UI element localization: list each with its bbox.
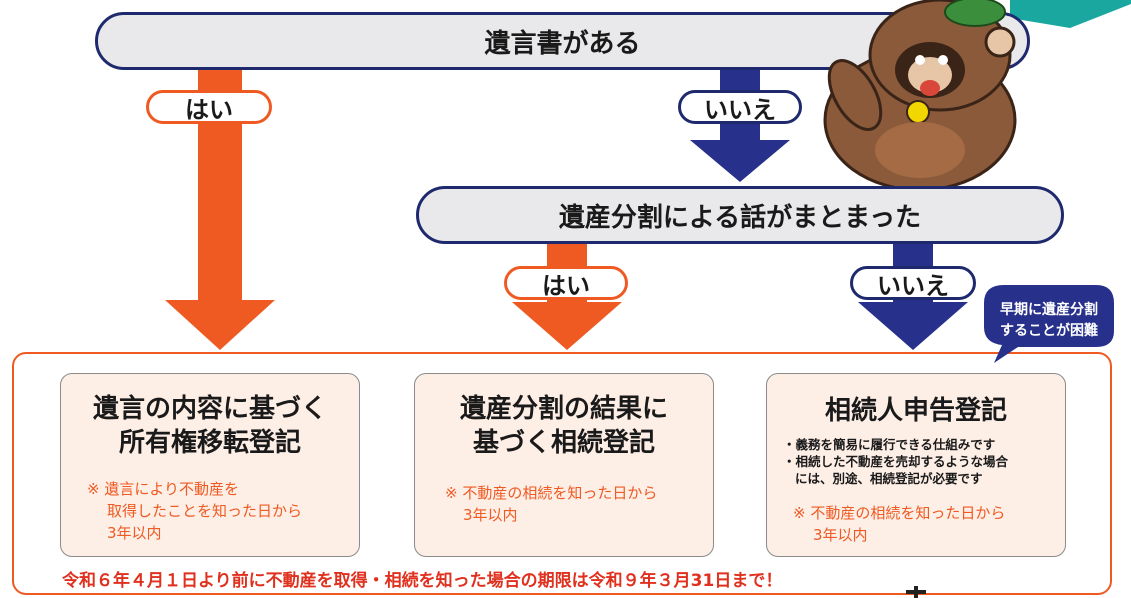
card-heir-declaration-note-1: ※ 不動産の相続を知った日から [793,504,1006,522]
card-heir-declaration-bullet-1: ・義務を簡易に履行できる仕組みです [783,437,996,452]
speech-bubble-text: 早期に遺産分割 することが困難 [988,300,1110,342]
card-will-transfer-note-2: 取得したことを知った日から [107,502,303,520]
card-division-registration-note-1: ※ 不動産の相続を知った日から [445,484,658,502]
teal-arrow-shape [1010,0,1131,28]
arrow-no-mid [690,70,790,182]
tag-no-right-label: いいえ [877,271,949,300]
card-division-registration-title-1: 遺産分割の結果に [459,394,668,424]
deadline-note: 令和６年４月１日より前に不動産を取得・相続を知った場合の期限は令和９年３月31日… [62,571,783,591]
card-will-transfer-title-2: 所有権移転登記 [118,428,301,458]
speech-bubble-line-1: 早期に遺産分割 [1000,302,1098,318]
tag-no-right: いいえ [850,266,976,300]
card-division-registration-title-2: 基づく相続登記 [472,428,655,458]
card-will-transfer-title-1: 遺言の内容に基づく [92,394,327,424]
card-heir-declaration-bullet-2: ・相続した不動産を売却するような場合 [783,454,1009,469]
tanuki-mascot-icon [823,0,1017,190]
card-division-registration-note-2: 3年以内 [463,506,518,524]
tag-no-mid: いいえ [678,90,802,124]
decision-division-agreed: 遺産分割による話がまとまった [416,186,1064,244]
tag-yes-mid: はい [504,266,628,300]
card-will-transfer-note-3: 3年以内 [107,524,162,542]
tag-yes-left-label: はい [185,95,233,124]
decision-will-exists-label: 遺言書がある [484,28,641,59]
speech-bubble-icon [984,285,1114,363]
card-heir-declaration-bullet-3: には、別途、相続登記が必要です [795,471,983,486]
tag-yes-left: はい [146,90,272,124]
tag-yes-mid-label: はい [542,271,590,300]
card-heir-declaration-note-2: 3年以内 [813,526,868,544]
card-division-registration: 遺産分割の結果に 基づく相続登記 ※ 不動産の相続を知った日から 3年以内 [414,373,714,557]
plus-mark-icon [906,586,926,598]
card-heir-declaration-title: 相続人申告登記 [824,396,1007,426]
card-will-transfer-note-1: ※ 遺言により不動産を [87,480,240,498]
tag-no-mid-label: いいえ [704,95,776,124]
card-will-transfer: 遺言の内容に基づく 所有権移転登記 ※ 遺言により不動産を 取得したことを知った… [60,373,360,557]
card-heir-declaration: 相続人申告登記 ・義務を簡易に履行できる仕組みです ・相続した不動産を売却するよ… [766,373,1066,557]
decision-division-agreed-label: 遺産分割による話がまとまった [558,202,922,233]
speech-bubble-line-2: することが困難 [1000,323,1098,339]
